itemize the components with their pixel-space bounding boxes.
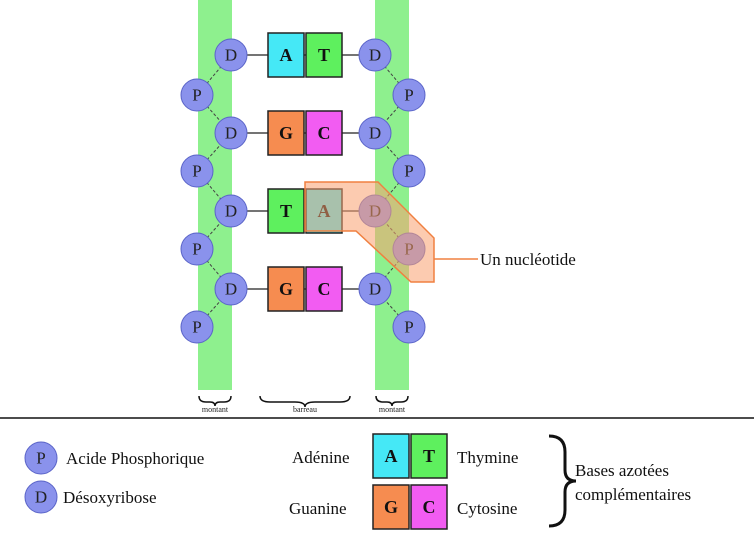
rung-lines xyxy=(231,54,375,290)
upright-right-label: montant xyxy=(379,405,406,414)
circle-symbol: D xyxy=(225,280,237,299)
circle-symbol: D xyxy=(225,202,237,221)
guanine-box xyxy=(267,266,305,312)
cytosine-box xyxy=(305,110,343,156)
guanine-box xyxy=(267,110,305,156)
base-letter: A xyxy=(280,45,293,65)
deoxyribose-circle xyxy=(214,272,248,306)
phosphate-circle xyxy=(180,232,214,266)
base-pair-4: G C xyxy=(267,266,343,312)
deoxyribose-circle xyxy=(358,38,392,72)
cytosine-box xyxy=(305,266,343,312)
deoxyribose-circle xyxy=(214,194,248,228)
circle-symbol: D xyxy=(369,124,381,143)
legend-cytosine-name: Cytosine xyxy=(457,499,517,518)
base-letter: C xyxy=(318,123,331,143)
circle-symbol: P xyxy=(192,240,201,259)
bases-curly-brace xyxy=(548,434,577,528)
phosphate-circle xyxy=(24,441,58,475)
legend-phosphate-text: Acide Phosphorique xyxy=(66,449,204,468)
circle-symbol: D xyxy=(35,488,47,507)
circle-symbol: D xyxy=(225,46,237,65)
base-letter: A xyxy=(385,446,398,466)
legend-bases: Adénine A T Thymine Guanine G C Cytosine xyxy=(289,433,518,530)
phosphate-circle xyxy=(392,154,426,188)
legend-phosphate: P Acide Phosphorique xyxy=(24,441,204,475)
legend-guanine-name: Guanine xyxy=(289,499,347,518)
deoxyribose-circle xyxy=(214,38,248,72)
rung-brace xyxy=(259,395,351,408)
base-letter: T xyxy=(318,45,330,65)
deoxyribose-circle xyxy=(24,480,58,514)
adenine-box xyxy=(267,32,305,78)
circle-symbol: P xyxy=(404,318,413,337)
phosphate-circle xyxy=(180,78,214,112)
circle-symbol: P xyxy=(192,162,201,181)
circle-symbol: P xyxy=(192,318,201,337)
nucleotide-highlight xyxy=(304,181,435,283)
circle-symbol: P xyxy=(192,86,201,105)
legend-adenine-name: Adénine xyxy=(292,448,350,467)
base-pair-2: G C xyxy=(267,110,343,156)
deoxyribose-circle xyxy=(358,116,392,150)
base-letter: C xyxy=(423,497,436,517)
thymine-box xyxy=(305,32,343,78)
phosphate-circle xyxy=(180,154,214,188)
base-letter: G xyxy=(279,123,293,143)
base-letter: C xyxy=(318,279,331,299)
circle-symbol: D xyxy=(369,280,381,299)
phosphate-circle xyxy=(180,310,214,344)
circle-symbol: D xyxy=(369,46,381,65)
thymine-box xyxy=(410,433,448,479)
base-pair-1: A T xyxy=(267,32,343,78)
circle-symbol: P xyxy=(404,86,413,105)
circle-symbol: D xyxy=(225,124,237,143)
base-letter: G xyxy=(279,279,293,299)
legend-deoxyribose-text: Désoxyribose xyxy=(63,488,156,507)
base-letter: T xyxy=(280,201,292,221)
deoxyribose-circle xyxy=(214,116,248,150)
adenine-box xyxy=(372,433,410,479)
circle-symbol: P xyxy=(404,162,413,181)
cytosine-box xyxy=(410,484,448,530)
nucleotide-label: Un nucléotide xyxy=(480,250,576,269)
bases-label-line1: Bases azotées xyxy=(575,461,669,480)
phosphate-circle xyxy=(392,78,426,112)
legend-deoxyribose: D Désoxyribose xyxy=(24,480,156,514)
upright-left-brace xyxy=(198,395,232,407)
base-letter: G xyxy=(384,497,398,517)
deoxyribose-circle xyxy=(358,272,392,306)
thymine-box xyxy=(267,188,305,234)
legend-thymine-name: Thymine xyxy=(457,448,518,467)
upright-left-label: montant xyxy=(202,405,229,414)
phosphate-circle xyxy=(392,310,426,344)
left-strand: D P D P D P D P xyxy=(180,38,248,344)
base-letter: T xyxy=(423,446,435,466)
circle-symbol: P xyxy=(36,449,45,468)
upright-right-brace xyxy=(375,395,409,407)
bases-label-line2: complémentaires xyxy=(575,485,691,504)
guanine-box xyxy=(372,484,410,530)
rung-label: barreau xyxy=(293,405,317,414)
